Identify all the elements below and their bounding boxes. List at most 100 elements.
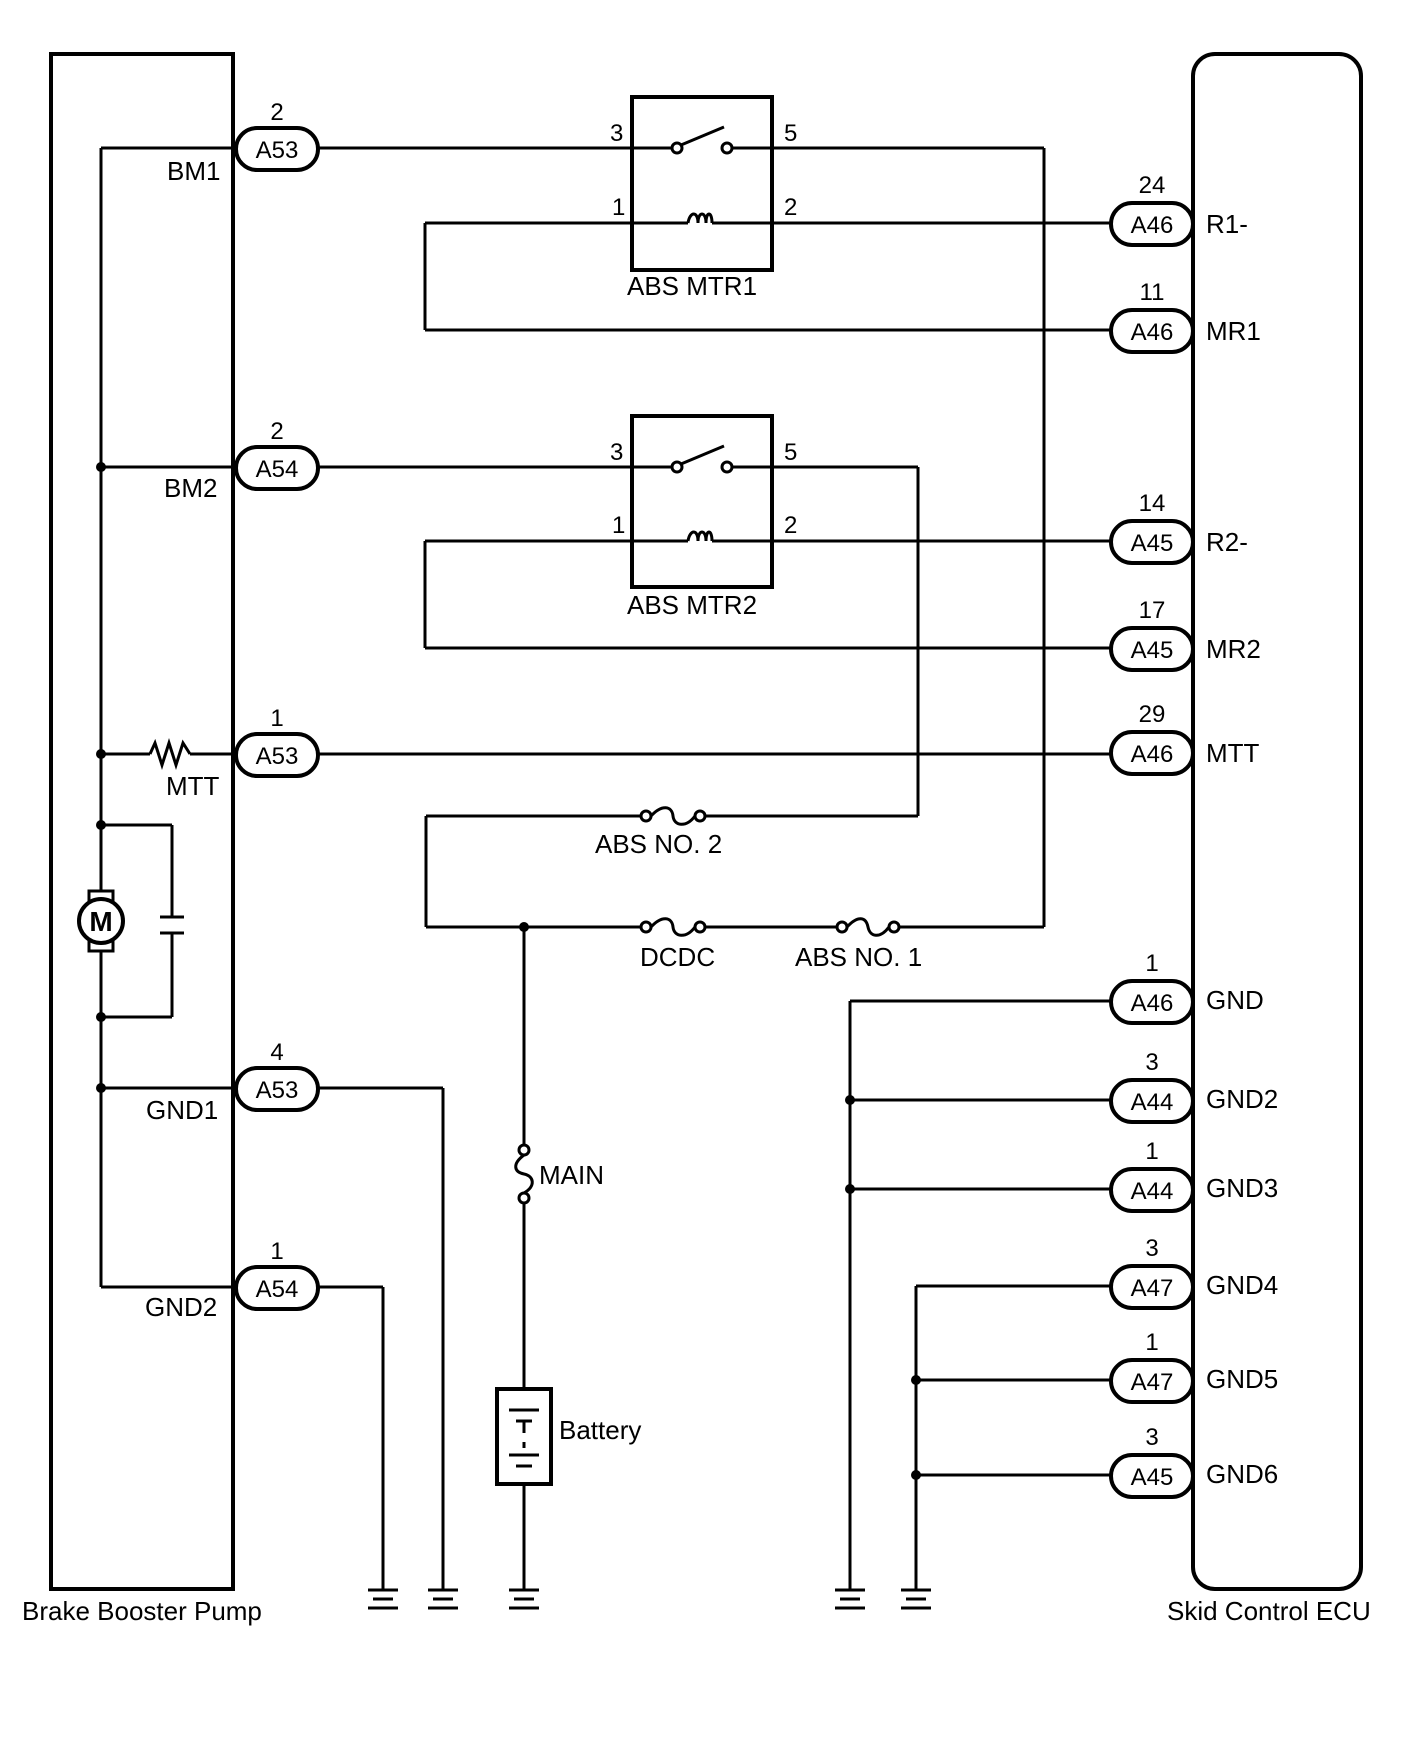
svg-text:2: 2 — [270, 418, 283, 445]
svg-text:A45: A45 — [1131, 530, 1174, 557]
ecu-terminal-gnd6-label: GND6 — [1206, 1459, 1278, 1489]
ecu-terminal-gnd4-label: GND4 — [1206, 1270, 1278, 1300]
svg-text:2: 2 — [784, 512, 797, 539]
external-wiring — [317, 146, 1111, 1590]
svg-text:A46: A46 — [1131, 212, 1174, 239]
connector-ecu-gnd3: A44 1 — [1109, 1138, 1195, 1213]
connector-r2: A45 14 — [1109, 490, 1195, 565]
battery-label: Battery — [559, 1415, 641, 1445]
pump-internal-wiring — [99, 146, 236, 1289]
connector-mr2: A45 17 — [1109, 597, 1195, 672]
fuse-abs-no2-label: ABS NO. 2 — [595, 829, 722, 859]
connector-ecu-gnd5: A47 1 — [1109, 1329, 1195, 1404]
ecu-terminal-mr2-label: MR2 — [1206, 634, 1261, 664]
terminal-gnd2-label: GND2 — [145, 1292, 217, 1322]
fuse-dcdc-icon — [639, 917, 707, 937]
svg-text:3: 3 — [1145, 1049, 1158, 1076]
svg-text:A47: A47 — [1131, 1369, 1174, 1396]
connector-ecu-gnd6: A45 3 — [1109, 1424, 1195, 1499]
junction-dot — [845, 1095, 855, 1105]
brake-booster-pump-label: Brake Booster Pump — [22, 1596, 262, 1626]
connector-gnd: A46 1 — [1109, 950, 1195, 1025]
connector-bm2: A54 2 — [234, 418, 320, 491]
svg-text:14: 14 — [1139, 490, 1166, 517]
junction-dot — [845, 1184, 855, 1194]
connector-bm1: A53 2 — [234, 99, 320, 172]
ecu-terminal-mr1-label: MR1 — [1206, 316, 1261, 346]
svg-text:A45: A45 — [1131, 1464, 1174, 1491]
svg-text:11: 11 — [1140, 279, 1165, 306]
connector-ecu-gnd4: A47 3 — [1109, 1235, 1195, 1310]
svg-text:A54: A54 — [256, 456, 299, 483]
junction-dot — [911, 1470, 921, 1480]
connector-mr1: A46 11 — [1109, 279, 1195, 354]
ecu-terminal-gnd5-label: GND5 — [1206, 1364, 1278, 1394]
svg-text:2: 2 — [270, 99, 283, 126]
svg-text:M: M — [89, 906, 112, 937]
ground-icon — [428, 1588, 458, 1610]
terminal-mtt-label: MTT — [166, 771, 220, 801]
svg-text:A44: A44 — [1131, 1089, 1174, 1116]
svg-text:5: 5 — [784, 439, 797, 466]
svg-text:A44: A44 — [1131, 1178, 1174, 1205]
terminal-bm1-label: BM1 — [167, 156, 220, 186]
junction-dot — [96, 1012, 106, 1022]
ecu-terminal-gnd3-label: GND3 — [1206, 1173, 1278, 1203]
connector-ecu-mtt: A46 29 — [1109, 701, 1195, 776]
ground-icon — [509, 1588, 539, 1610]
ecu-terminal-r1-label: R1- — [1206, 209, 1248, 239]
junction-dot — [96, 749, 106, 759]
ecu-terminal-mtt-label: MTT — [1206, 738, 1260, 768]
svg-text:4: 4 — [270, 1039, 283, 1066]
ground-icon — [368, 1588, 398, 1610]
ecu-terminal-gnd-label: GND — [1206, 985, 1264, 1015]
svg-text:1: 1 — [612, 512, 625, 539]
junction-dot — [96, 820, 106, 830]
resistor-icon — [148, 738, 192, 770]
svg-text:A54: A54 — [256, 1276, 299, 1303]
coil-icon — [686, 530, 714, 542]
brake-booster-pump-box — [49, 52, 235, 1591]
battery-icon — [495, 1387, 553, 1486]
connector-ecu-gnd2: A44 3 — [1109, 1049, 1195, 1124]
svg-text:29: 29 — [1139, 701, 1166, 728]
connector-gnd2: A54 1 — [234, 1238, 320, 1311]
fuse-abs-no2-icon — [639, 806, 707, 826]
motor-icon: M — [77, 889, 125, 953]
svg-text:A53: A53 — [256, 137, 299, 164]
junction-dot — [96, 462, 106, 472]
fuse-dcdc-label: DCDC — [640, 942, 715, 972]
svg-text:24: 24 — [1139, 172, 1166, 199]
terminal-bm2-label: BM2 — [164, 473, 217, 503]
ground-icon — [901, 1588, 931, 1610]
svg-text:1: 1 — [270, 705, 283, 732]
svg-text:A47: A47 — [1131, 1275, 1174, 1302]
svg-text:1: 1 — [270, 1238, 283, 1265]
junction-dot — [911, 1375, 921, 1385]
coil-icon — [686, 212, 714, 224]
relay-abs-mtr2 — [630, 414, 774, 589]
relay-abs-mtr1 — [630, 95, 774, 272]
connector-gnd1: A53 4 — [234, 1039, 320, 1112]
svg-text:3: 3 — [610, 120, 623, 147]
fuse-main-icon — [514, 1143, 534, 1205]
ecu-terminal-r2-label: R2- — [1206, 527, 1248, 557]
relay-abs-mtr1-label: ABS MTR1 — [627, 271, 757, 301]
svg-text:3: 3 — [610, 439, 623, 466]
junction-dot — [519, 922, 529, 932]
svg-text:17: 17 — [1139, 597, 1166, 624]
svg-text:5: 5 — [784, 120, 797, 147]
svg-text:2: 2 — [784, 194, 797, 221]
connector-r1: A46 24 — [1109, 172, 1195, 247]
svg-text:1: 1 — [612, 194, 625, 221]
junction-dot — [96, 1083, 106, 1093]
svg-text:A45: A45 — [1131, 637, 1174, 664]
ground-icon — [835, 1588, 865, 1610]
relay-abs-mtr2-label: ABS MTR2 — [627, 590, 757, 620]
skid-control-ecu-label: Skid Control ECU — [1167, 1596, 1371, 1626]
svg-text:A46: A46 — [1131, 319, 1174, 346]
svg-text:1: 1 — [1145, 950, 1158, 977]
fuse-abs-no1-icon — [835, 917, 901, 937]
svg-text:A53: A53 — [256, 1077, 299, 1104]
